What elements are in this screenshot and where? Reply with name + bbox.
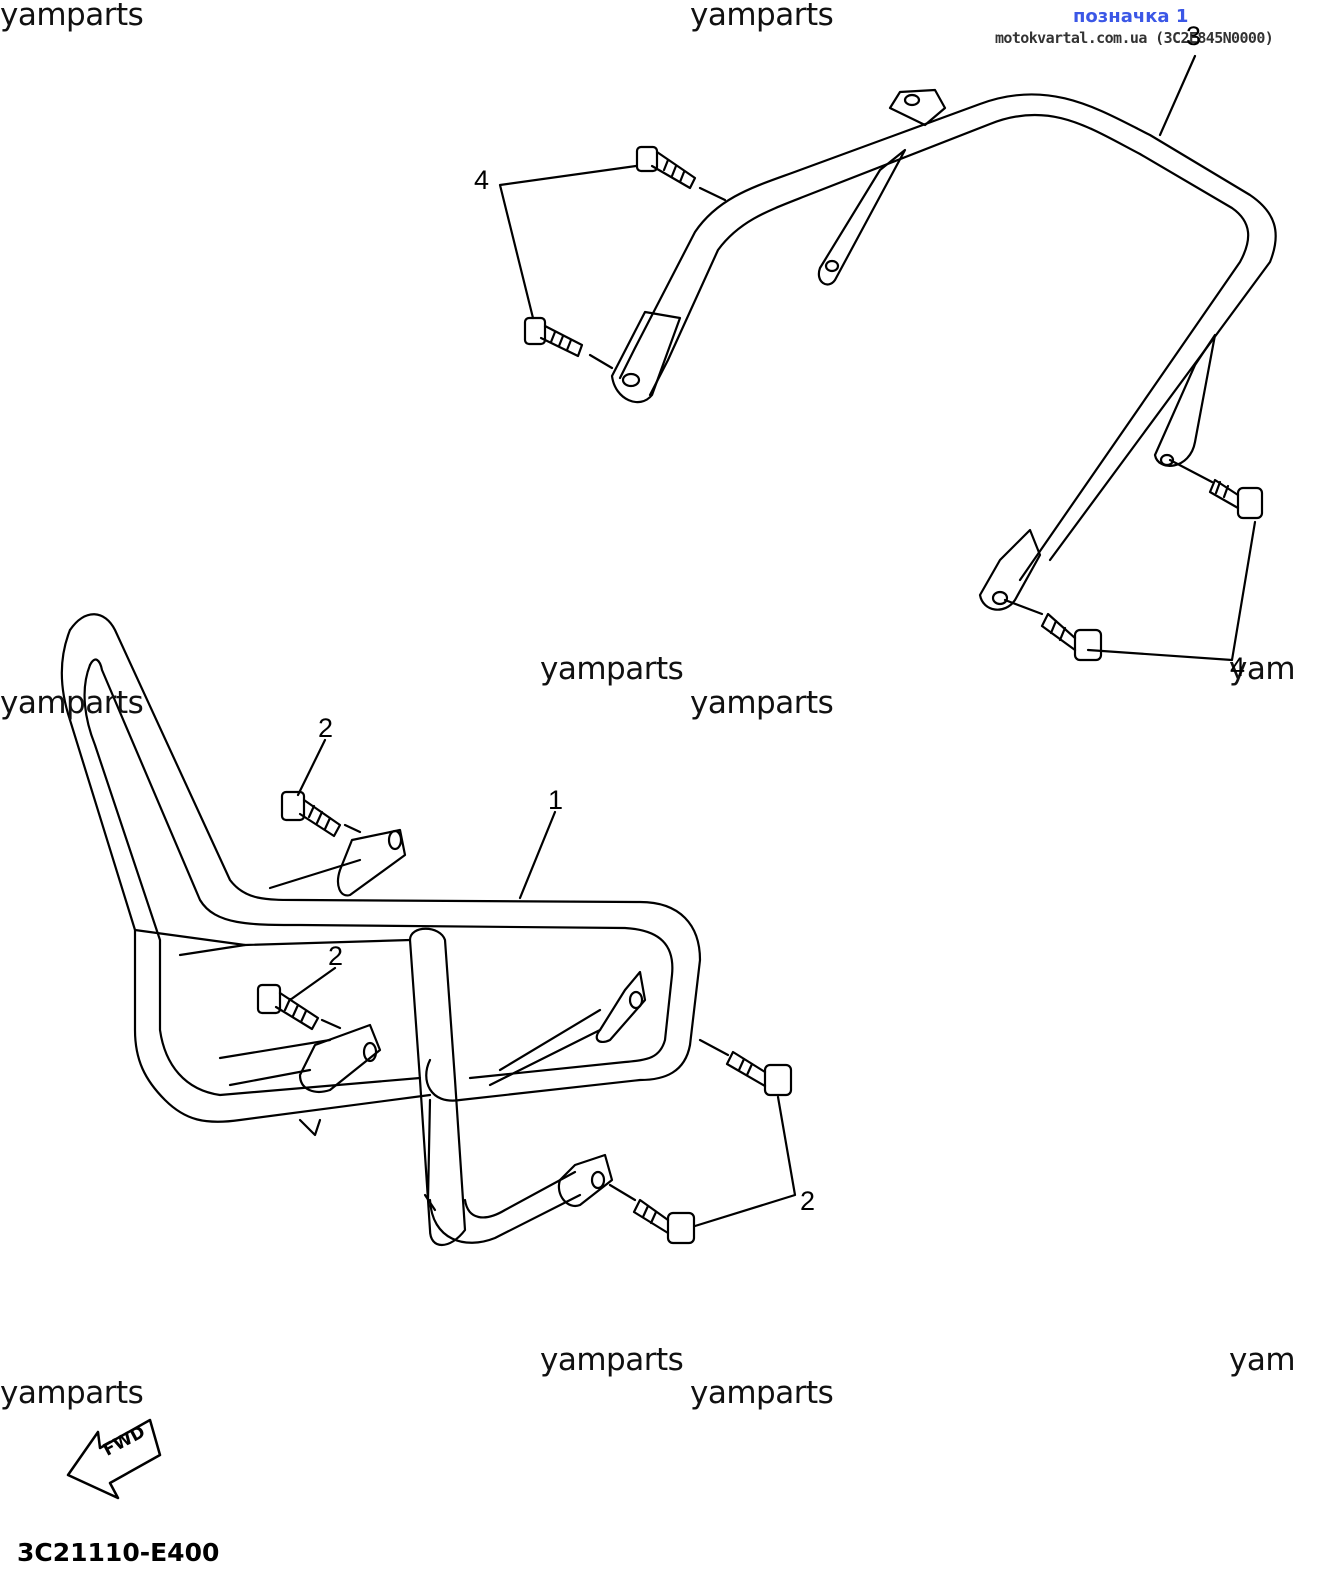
fwd-arrow-icon — [66, 1418, 162, 1500]
callout-part-2: 2 — [318, 713, 334, 743]
callout-part-1: 1 — [548, 785, 564, 815]
watermark: yamparts — [690, 0, 834, 33]
watermark: yamparts — [0, 1375, 144, 1411]
watermark: yamparts — [540, 651, 684, 687]
bolts-part-2 — [256, 790, 793, 1245]
watermark: yamparts — [690, 685, 834, 721]
callout-part-3: 3 — [1186, 21, 1202, 51]
watermark: yam — [1229, 651, 1296, 687]
front-guard-part-1 — [60, 613, 702, 1246]
bolt-bottom — [632, 1198, 696, 1245]
bolt-right-lower — [1040, 612, 1103, 662]
watermark: yamparts — [0, 685, 144, 721]
watermark: yam — [1229, 1342, 1296, 1378]
callout-part-2: 2 — [800, 1186, 816, 1216]
bolt-right — [725, 1050, 793, 1097]
bolt-mid — [256, 983, 320, 1031]
watermark: yamparts — [540, 1342, 684, 1378]
source-line: motokvartal.com.ua (3C2E845N0000) — [995, 29, 1274, 47]
watermark: yamparts — [690, 1375, 834, 1411]
bolt-mid-left — [523, 316, 584, 358]
bolt-right-upper — [1208, 478, 1264, 520]
diagram-code: 3C21110-E400 — [17, 1538, 220, 1567]
rear-guard-part-3 — [610, 88, 1277, 611]
bolts-part-4 — [523, 145, 1264, 662]
highlight-label[interactable]: позначка 1 — [1073, 6, 1189, 27]
bolt-upper-left — [635, 145, 697, 190]
callout-part-4: 4 — [1230, 652, 1246, 682]
callout-part-2: 2 — [328, 941, 344, 971]
watermark: yamparts — [0, 0, 144, 33]
callout-part-4: 4 — [474, 165, 490, 195]
bolt-top — [280, 790, 342, 838]
